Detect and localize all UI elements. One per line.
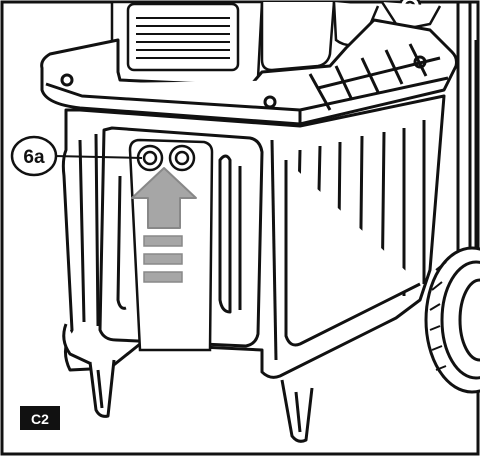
callout-bubble [10,135,58,177]
cart-lid [40,18,458,126]
step-badge [20,406,60,430]
slide-module [128,138,214,352]
arrow-up-icon [131,167,197,229]
wheel-icon [424,246,480,394]
callout-label: 6a [23,147,45,168]
callout-leader [53,155,143,159]
cart-feet [88,359,314,443]
step-badge-label: C2 [31,411,49,427]
battery-pack [110,0,442,88]
handle-frame [456,2,478,260]
